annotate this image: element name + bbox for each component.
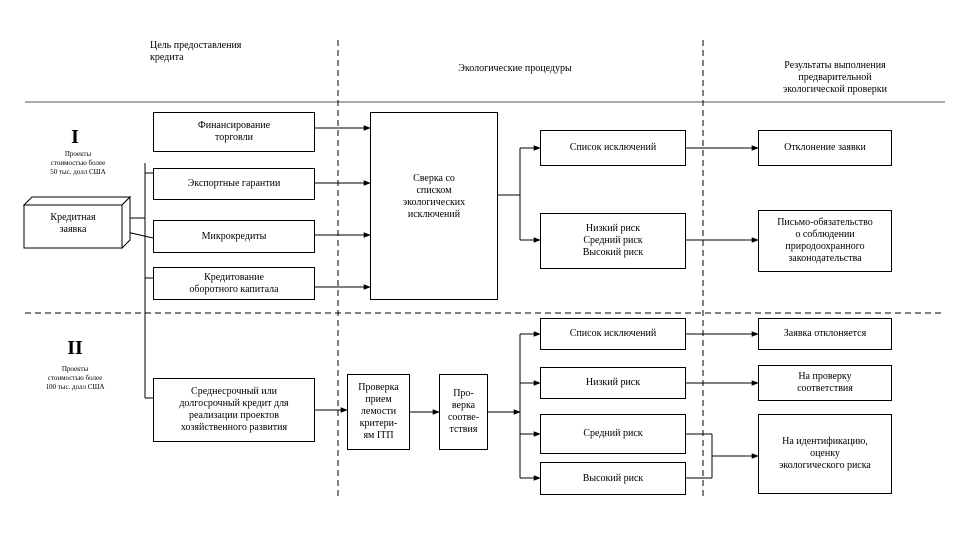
header-goal: Цель предоставления кредита xyxy=(150,40,242,63)
result-2-identification: На идентификацию, оценку экологического … xyxy=(758,414,892,494)
outcome-1-exclusion-list: Список исключений xyxy=(540,130,686,166)
goal-working-capital: Кредитование оборотного капитала xyxy=(153,267,315,300)
section-1-numeral: I xyxy=(71,126,79,148)
section-2-numeral: II xyxy=(67,337,83,359)
outcome-2-medium-risk: Средний риск xyxy=(540,414,686,454)
credit-request-label: Кредитная заявка xyxy=(50,212,96,235)
result-2-compliance-check: На проверку соответствия xyxy=(758,365,892,401)
outcome-2-high-risk: Высокий риск xyxy=(540,462,686,495)
result-2-reject: Заявка отклоняется xyxy=(758,318,892,350)
section-2-description: Проекты стоимостью более 100 тыс. долл С… xyxy=(45,365,105,391)
header-procedures: Экологические процедуры xyxy=(458,63,572,74)
outcome-2-low-risk: Низкий риск xyxy=(540,367,686,399)
procedure-criteria-check: Проверка прием лемости критери- ям IТП xyxy=(347,374,410,450)
goal-microcredits: Микрокредиты xyxy=(153,220,315,253)
procedure-exclusion-check: Сверка со списком экологических исключен… xyxy=(370,112,498,300)
section-1-description: Проекты стоимостью более 50 тыс. долл СШ… xyxy=(50,150,106,176)
goal-long-term-credit: Среднесрочный или долгосрочный кредит дл… xyxy=(153,378,315,442)
outcome-2-exclusion-list: Список исключений xyxy=(540,318,686,350)
procedure-compliance-check: Про- верка соотве- тствия xyxy=(439,374,488,450)
goal-trade-financing: Финансирование торговли xyxy=(153,112,315,152)
result-1-reject: Отклонение заявки xyxy=(758,130,892,166)
header-results: Результаты выполнения предварительной эк… xyxy=(783,60,887,95)
goal-export-guarantees: Экспортные гарантии xyxy=(153,168,315,200)
result-1-compliance-letter: Письмо-обязательство о соблюдении природ… xyxy=(758,210,892,272)
outcome-1-risk-levels: Низкий риск Средний риск Высокий риск xyxy=(540,213,686,269)
